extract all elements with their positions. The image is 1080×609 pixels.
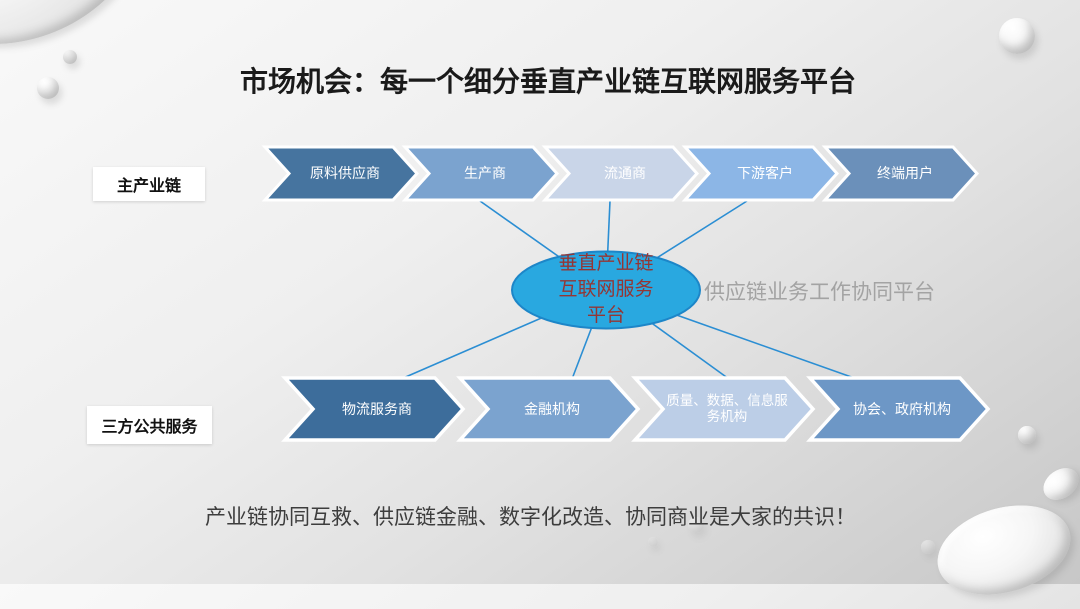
hub-annotation: 供应链业务工作协同平台 [704, 280, 935, 304]
chevron-downstream-customer[interactable] [681, 145, 840, 202]
chevron-logistics-provider[interactable] [281, 376, 466, 442]
public-services-label: 三方公共服务 [87, 406, 212, 444]
industry-chain-diagram [261, 145, 991, 442]
water-droplet-small [648, 537, 658, 547]
water-droplet-small [63, 50, 77, 64]
hub-label-line: 垂直产业链 [558, 252, 654, 274]
water-droplet-small [1018, 426, 1036, 444]
public-services-chevrons [281, 376, 991, 442]
water-droplet-small [921, 540, 935, 554]
water-droplet-small [37, 77, 59, 99]
chevron-quality-data-info-service[interactable] [631, 376, 816, 442]
chevron-label-distributor: 流通商 [604, 165, 646, 182]
water-droplet-small [688, 517, 704, 533]
chevron-label-association-government: 协会、政府机构 [853, 400, 951, 417]
slide-title: 市场机会：每一个细分垂直产业链互联网服务平台 [240, 66, 857, 97]
water-droplet-top-right [999, 18, 1035, 54]
hub-label-line: 平台 [586, 305, 625, 327]
chevron-label-financial-institution: 金融机构 [524, 400, 580, 417]
chevron-label-raw-material-supplier: 原料供应商 [310, 165, 380, 182]
chevron-end-user[interactable] [821, 145, 980, 202]
chevron-association-government[interactable] [806, 376, 991, 442]
chevron-label-quality-data-info-service: 质量、数据、信息服务机构 [666, 392, 788, 424]
chevron-financial-institution[interactable] [456, 376, 641, 442]
chevron-producer[interactable] [401, 145, 560, 202]
hub-ellipse[interactable] [511, 250, 701, 330]
slide-caption: 产业链协同互救、供应链金融、数字化改造、协同商业是大家的共识！ [205, 505, 856, 529]
hub-label: 垂直产业链 互联网服务 平台 [514, 250, 698, 330]
chevron-label-end-user: 终端用户 [877, 165, 933, 182]
chevron-label-downstream-customer: 下游客户 [737, 165, 793, 182]
main-chain-label: 主产业链 [93, 167, 205, 201]
main-chain-chevrons [261, 145, 980, 202]
chevron-label-logistics-provider: 物流服务商 [342, 400, 412, 417]
chevron-label-producer: 生产商 [464, 165, 506, 182]
chevron-distributor[interactable] [541, 145, 700, 202]
hub-label-line: 互联网服务 [558, 278, 654, 300]
chevron-raw-material-supplier[interactable] [261, 145, 420, 202]
